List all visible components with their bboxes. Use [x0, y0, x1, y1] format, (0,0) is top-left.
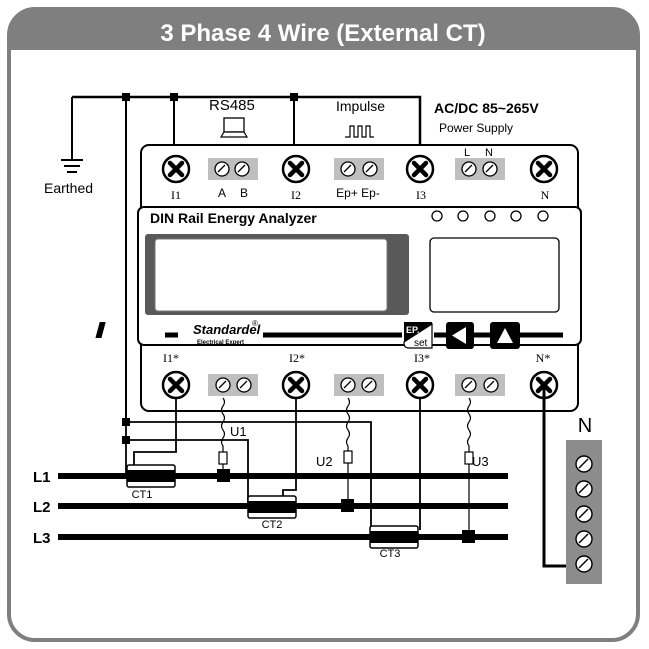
- terminal-i1-star-icon: [163, 372, 189, 398]
- terminal-l-icon: [461, 161, 477, 177]
- set-label: set: [414, 338, 428, 349]
- label-neutral: N: [578, 415, 592, 437]
- label-u3: U3: [472, 454, 489, 469]
- label-ct2: CT2: [262, 519, 283, 531]
- main-display: [154, 238, 388, 312]
- neutral-screw-icon: [575, 455, 593, 473]
- left-arrow-icon: [452, 327, 466, 344]
- terminal-n-small-icon: [482, 161, 498, 177]
- terminal-label-b: B: [240, 186, 248, 200]
- terminal-i2-icon: [283, 156, 309, 182]
- tap-u2: [341, 499, 354, 512]
- neutral-screw-icon: [575, 555, 593, 573]
- terminal-label-i2-star: I2*: [289, 351, 305, 365]
- diagram-title: 3 Phase 4 Wire (External CT): [160, 20, 485, 47]
- terminal-i3-icon: [407, 156, 433, 182]
- up-arrow-button[interactable]: [490, 322, 520, 349]
- up-arrow-icon: [497, 328, 513, 343]
- title-bar: [9, 9, 638, 50]
- voltage-wiring: [220, 397, 472, 536]
- label-l2: L2: [33, 499, 51, 516]
- ct1-icon: [126, 464, 176, 488]
- top-terminal-block: [163, 156, 557, 182]
- neutral-screw-icon: [575, 505, 593, 523]
- top-wiring: [61, 93, 422, 422]
- terminal-i1-icon: [163, 156, 189, 182]
- terminal-b-icon: [234, 161, 250, 177]
- terminal-u1b-icon: [236, 377, 252, 393]
- label-ct1: CT1: [132, 489, 153, 501]
- label-l1: L1: [33, 469, 51, 486]
- led-indicator: [537, 210, 549, 222]
- label-ct3: CT3: [380, 548, 401, 560]
- power-supply-label: Power Supply: [439, 121, 513, 135]
- neutral-screw-icon: [575, 480, 593, 498]
- fuse-icon: [343, 450, 353, 464]
- left-arrow-button[interactable]: [446, 322, 474, 349]
- brand-tagline: Electrical Expert: [197, 340, 244, 346]
- fuse-icon: [218, 451, 228, 465]
- label-u1: U1: [230, 424, 247, 439]
- ct3-icon: [369, 525, 419, 549]
- brand-logo: Standardel ® Electrical Expert: [95, 319, 261, 346]
- terminal-ep-plus-icon: [340, 161, 356, 177]
- neutral-screw-icon: [575, 530, 593, 548]
- terminal-i2-star-icon: [283, 372, 309, 398]
- earthed-label: Earthed: [44, 180, 93, 196]
- terminal-u3b-icon: [483, 377, 499, 393]
- terminal-u1-icon: [215, 377, 231, 393]
- tap-u3: [462, 530, 475, 543]
- terminal-label-n-star: N*: [536, 351, 551, 365]
- terminal-n-icon: [531, 156, 557, 182]
- impulse-label: Impulse: [336, 98, 385, 114]
- terminal-label-i2: I2: [291, 188, 301, 202]
- terminal-u2-icon: [340, 377, 356, 393]
- rs485-label: RS485: [209, 97, 255, 114]
- secondary-display: [429, 237, 560, 313]
- terminal-label-l: L: [464, 147, 470, 159]
- led-indicator: [510, 210, 522, 222]
- tap-u1: [217, 469, 230, 482]
- terminal-a-icon: [214, 161, 230, 177]
- terminal-ep-minus-icon: [362, 161, 378, 177]
- terminal-label-a: A: [218, 186, 226, 200]
- terminal-label-i3: I3: [416, 188, 426, 202]
- terminal-u3-icon: [461, 377, 477, 393]
- fuse-icon: [464, 451, 474, 465]
- led-indicator: [457, 210, 469, 222]
- terminal-label-n-small: N: [485, 147, 493, 159]
- ep-set-button[interactable]: EP. set: [403, 322, 433, 349]
- brand-registered: ®: [252, 319, 258, 328]
- label-u2: U2: [316, 454, 333, 469]
- pulse-icon: [345, 125, 374, 138]
- led-indicator: [431, 210, 443, 222]
- terminal-u2b-icon: [361, 377, 377, 393]
- bottom-terminal-block: [163, 372, 557, 398]
- brand-name: Standardel: [193, 322, 261, 337]
- led-indicator: [484, 210, 496, 222]
- indicator-leds: [431, 210, 549, 222]
- terminal-label-n: N: [541, 188, 550, 202]
- terminal-label-i3-star: I3*: [414, 351, 430, 365]
- terminal-label-i1: I1: [171, 188, 181, 202]
- ct2-icon: [247, 495, 297, 519]
- ep-label: EP.: [406, 325, 419, 335]
- meter-name: DIN Rail Energy Analyzer: [150, 210, 317, 226]
- computer-icon: [219, 117, 249, 138]
- terminal-label-ep: Ep+ Ep-: [336, 186, 380, 200]
- terminal-i3-star-icon: [407, 372, 433, 398]
- fuse-icons: [218, 450, 474, 465]
- terminal-label-i1-star: I1*: [163, 351, 179, 365]
- label-l3: L3: [33, 530, 51, 547]
- supply-voltage-label: AC/DC 85~265V: [434, 100, 539, 116]
